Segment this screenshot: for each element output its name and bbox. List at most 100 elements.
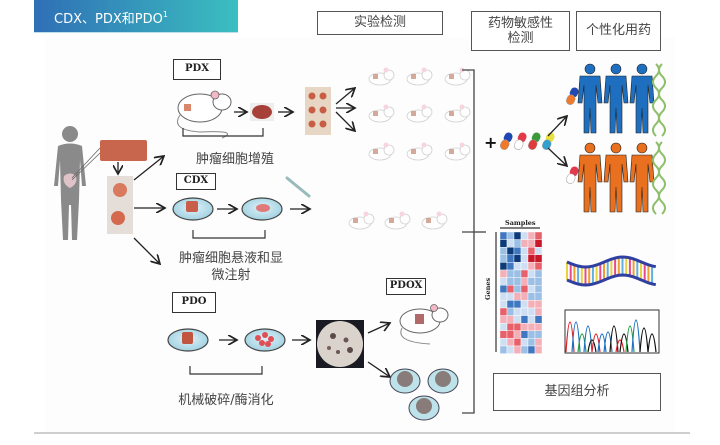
heatmap-cell (528, 262, 535, 270)
mouse-icon (369, 68, 394, 86)
heatmap-cell (521, 300, 528, 308)
heatmap-cell (528, 338, 535, 346)
heatmap-cell (514, 240, 521, 248)
patient-figure-icon (630, 64, 654, 133)
heatmap-cell (535, 232, 542, 240)
heatmap-cell (535, 308, 542, 316)
passaged-tumors-image (305, 87, 331, 135)
heatmap-cell (528, 293, 535, 301)
heatmap-cell (507, 247, 514, 255)
heatmap-cell (521, 323, 528, 331)
heatmap-cell (507, 262, 514, 270)
heatmap-cell (528, 270, 535, 278)
dna-ladder-icon (567, 257, 656, 285)
tumor-tissue-image (100, 140, 147, 161)
heatmap-cell (535, 285, 542, 293)
heatmap-cell (514, 316, 521, 324)
heatmap-cell (500, 240, 507, 248)
heatmap-cell (521, 293, 528, 301)
patient-silhouette-icon (54, 126, 86, 240)
heatmap-cell (507, 232, 514, 240)
plus-sign: + (484, 133, 497, 152)
heatmap-cell (521, 255, 528, 263)
heatmap-cell (507, 323, 514, 331)
mouse-icon (178, 91, 232, 138)
heatmap-cell (507, 338, 514, 346)
heatmap-cell (514, 308, 521, 316)
mouse-icon (369, 143, 394, 161)
capsule-icon (499, 131, 514, 151)
patient-figure-icon (604, 64, 628, 133)
heatmap-cell (521, 338, 528, 346)
heatmap-cell (507, 308, 514, 316)
cdx-bracket (193, 230, 265, 238)
heatmap-cell (535, 278, 542, 286)
heatmap-cell (528, 240, 535, 248)
heatmap-cell (528, 285, 535, 293)
heatmap-cell (528, 331, 535, 339)
mouse-icon (445, 105, 470, 123)
heatmap-cell (514, 270, 521, 278)
heatmap-cell (535, 240, 542, 248)
heatmap-cell (535, 316, 542, 324)
mouse-icon (385, 212, 410, 230)
dna-helix-icon (653, 142, 665, 214)
heatmap-cell (507, 240, 514, 248)
patient-figure-icon (578, 64, 602, 133)
dna-helix-icon (653, 64, 665, 136)
heatmap-cell (535, 300, 542, 308)
mouse-icon (445, 143, 470, 161)
heatmap-cell (528, 255, 535, 263)
heatmap-genes-label: Genes (484, 277, 492, 300)
heatmap-cell (514, 232, 521, 240)
heatmap-cell (521, 285, 528, 293)
organoid-dishes-group (390, 369, 458, 420)
heatmap-cell (535, 338, 542, 346)
heatmap-cell (514, 247, 521, 255)
capsule-icon (527, 131, 542, 151)
heatmap-cell (507, 346, 514, 354)
heatmap-cell (528, 346, 535, 354)
heatmap-cell (514, 323, 521, 331)
heatmap-cell (500, 293, 507, 301)
mouse-icon (422, 212, 447, 230)
heatmap-cell (514, 338, 521, 346)
organoid-micrograph-image (316, 320, 364, 368)
heatmap-cell (528, 308, 535, 316)
heatmap-cell (535, 331, 542, 339)
heatmap-cell (528, 316, 535, 324)
heatmap-cell (500, 338, 507, 346)
heatmap-cell (535, 255, 542, 263)
heatmap-cell (535, 323, 542, 331)
syringe-icon (287, 178, 309, 196)
mouse-icon (369, 105, 394, 123)
heatmap-cell (514, 255, 521, 263)
heatmap-cell (521, 270, 528, 278)
heatmap-cell (500, 323, 507, 331)
heatmap-cell (507, 285, 514, 293)
heatmap-cell (535, 262, 542, 270)
patient-figure-icon (604, 143, 628, 212)
heatmap-cell (535, 346, 542, 354)
heatmap-cell (500, 278, 507, 286)
heatmap-cell (500, 247, 507, 255)
mouse-icon (407, 143, 432, 161)
capsule-icon (513, 131, 528, 151)
petri-dish-icon (242, 198, 282, 220)
heatmap-cell (500, 255, 507, 263)
heatmap-samples-label: Samples (505, 219, 536, 227)
patient-figure-icon (630, 143, 654, 212)
heatmap-cell (500, 232, 507, 240)
heatmap-cell (535, 293, 542, 301)
heatmap-cell (514, 331, 521, 339)
heatmap-cell (514, 300, 521, 308)
sequencing-chromatogram-icon (565, 310, 659, 353)
heatmap-cell (514, 262, 521, 270)
heatmap-cell (500, 270, 507, 278)
heatmap-cell (528, 323, 535, 331)
heatmap-cell (507, 255, 514, 263)
heatmap-cell (528, 300, 535, 308)
heatmap-cell (507, 331, 514, 339)
heatmap-cell (507, 278, 514, 286)
